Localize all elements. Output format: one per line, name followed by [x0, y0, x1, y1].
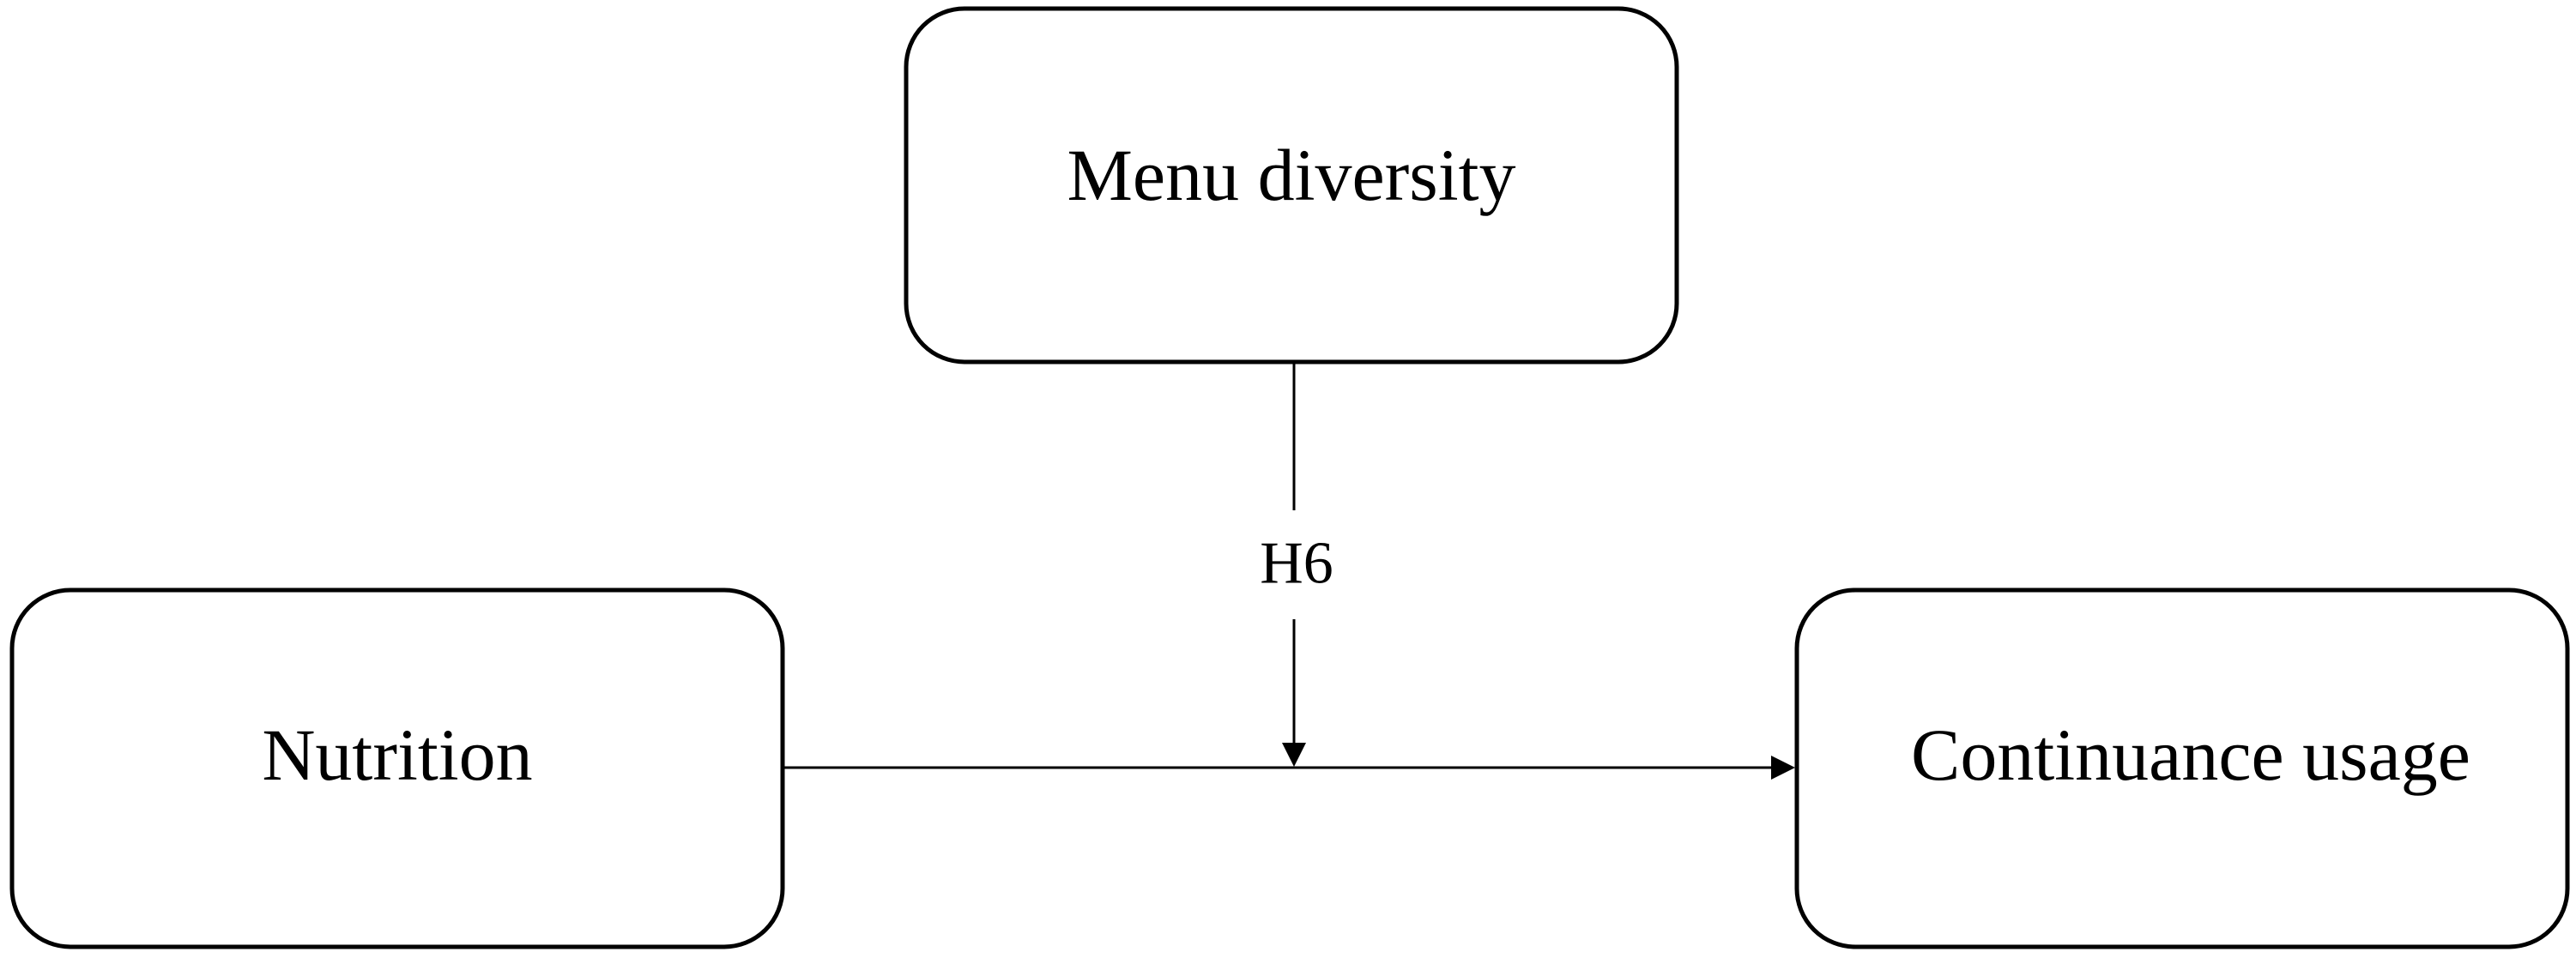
arrowhead-down-icon [1282, 743, 1306, 767]
node-nutrition: Nutrition [9, 587, 785, 949]
node-continuance-usage: Continuance usage [1794, 587, 2570, 949]
node-menu-diversity-box [904, 6, 1679, 365]
node-menu-diversity: Menu diversity [904, 6, 1679, 365]
node-continuance-usage-label: Continuance usage [1911, 714, 2470, 796]
node-nutrition-box [9, 587, 785, 949]
edge-nutrition-to-continuance [784, 756, 1795, 780]
edge-moderation-label: H6 [1260, 531, 1333, 597]
node-nutrition-label: Nutrition [262, 714, 532, 796]
arrowhead-right-icon [1771, 756, 1795, 780]
edge-moderation: H6 [1260, 364, 1333, 767]
node-continuance-usage-box [1794, 587, 2570, 949]
node-menu-diversity-label: Menu diversity [1067, 134, 1515, 216]
